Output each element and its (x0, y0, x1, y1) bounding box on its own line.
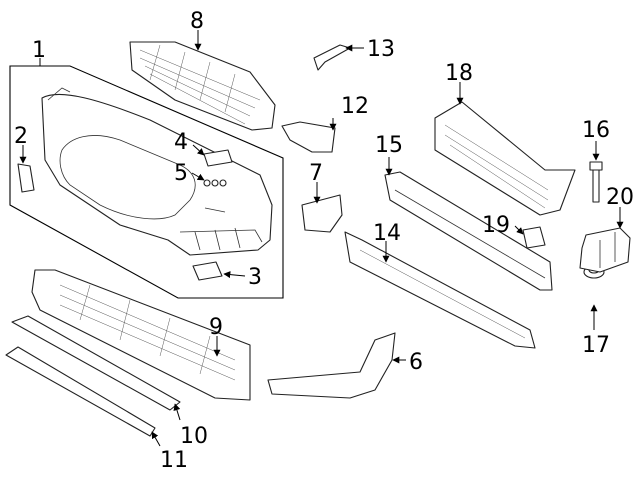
callout-16: 16 (582, 118, 610, 143)
callout-4: 4 (174, 130, 188, 155)
callout-17: 17 (582, 333, 610, 358)
clip-set[interactable] (203, 179, 227, 187)
callout-11: 11 (160, 448, 188, 473)
callout-20: 20 (606, 185, 634, 210)
sensor-bracket[interactable] (522, 226, 546, 249)
undertray[interactable] (31, 269, 251, 401)
callout-15: 15 (375, 133, 403, 158)
lower-strip[interactable] (11, 315, 181, 411)
side-bracket[interactable] (17, 163, 35, 193)
callout-8: 8 (190, 9, 204, 34)
energy-absorber[interactable] (344, 231, 536, 349)
bolt[interactable] (589, 161, 603, 203)
callout-10: 10 (180, 424, 208, 449)
radiator-support[interactable] (434, 101, 576, 216)
air-deflector[interactable] (301, 194, 343, 233)
callout-3: 3 (248, 265, 262, 290)
bumper-cover[interactable] (41, 87, 273, 256)
emblem-plate[interactable] (203, 149, 233, 167)
side-sensor-bracket[interactable] (579, 227, 631, 273)
callout-2: 2 (14, 124, 28, 149)
callout-12: 12 (341, 94, 369, 119)
upper-carrier[interactable] (129, 41, 276, 131)
mount-bracket[interactable] (281, 121, 336, 153)
callout-7: 7 (309, 161, 323, 186)
callout-6: 6 (409, 350, 423, 375)
callout-labels: 1 2 3 4 5 6 7 8 9 10 11 12 13 14 15 16 1… (14, 9, 634, 473)
leader-lines (19, 30, 624, 447)
callout-13: 13 (367, 37, 395, 62)
callout-14: 14 (373, 221, 401, 246)
small-bracket[interactable] (313, 44, 351, 71)
spoiler-strip[interactable] (5, 346, 156, 437)
callout-5: 5 (174, 161, 188, 186)
callout-18: 18 (445, 61, 473, 86)
bumper-group-frame (9, 65, 284, 299)
callout-19: 19 (482, 213, 510, 238)
lower-grille-insert[interactable] (192, 261, 223, 281)
callout-1: 1 (32, 38, 46, 63)
reinforcement-bar[interactable] (384, 171, 553, 291)
callout-9: 9 (209, 315, 223, 340)
lower-trim[interactable] (267, 332, 396, 399)
